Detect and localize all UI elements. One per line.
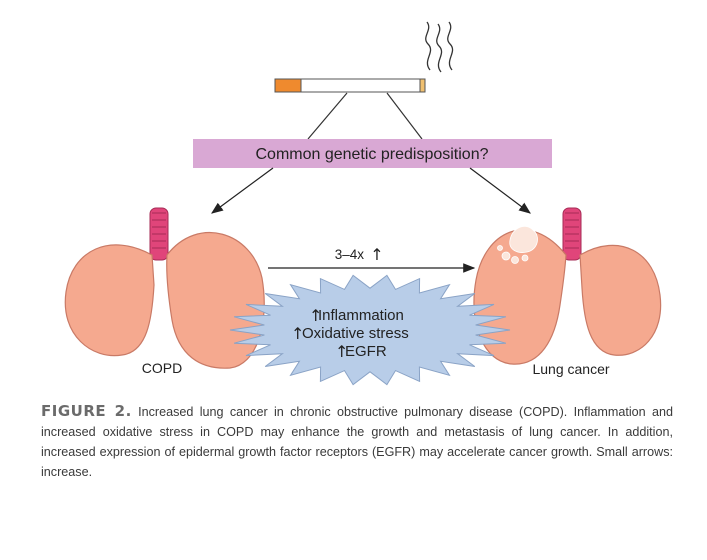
mechanism-inflammation: Inflammation [318,307,404,324]
risk-label: 3–4x [335,247,365,262]
mechanism-oxidative-stress: Oxidative stress [302,325,409,342]
mechanism-list: ↑ Inflammation ↑ Oxidative stress ↑ EGFR [291,306,409,361]
mechanism-increase-arrow-icon: ↑ [309,306,322,325]
predisposition-label: Common genetic predisposition? [255,146,488,163]
risk-increase-arrow-icon: ↑ [370,245,383,264]
caption-text: Increased lung cancer in chronic obstruc… [41,405,673,479]
mechanism-starburst [229,274,511,386]
figure-caption: FIGURE 2. Increased lung cancer in chron… [41,401,673,482]
copd-lung-cancer-diagram: Common genetic predisposition? COPD Lung… [64,21,662,386]
smoke-icon [425,21,454,73]
predisposition-box [193,139,552,168]
cigarette-to-box-line-right [386,92,423,140]
mechanism-increase-arrow-icon: ↑ [291,324,304,343]
cigarette-to-box-line-left [307,92,348,140]
arrow-to-cancer [469,167,531,214]
figure-label: FIGURE 2. [41,402,132,420]
mechanism-egfr: EGFR [345,343,387,360]
copd-lungs-icon [64,207,265,369]
cancer-lungs-icon [473,207,662,365]
mechanism-increase-arrow-icon: ↑ [335,342,348,361]
cancer-label: Lung cancer [532,361,609,377]
copd-label: COPD [142,360,182,376]
tumor-icon [497,226,538,264]
arrow-to-copd [211,167,274,214]
cigarette-icon [274,78,426,93]
